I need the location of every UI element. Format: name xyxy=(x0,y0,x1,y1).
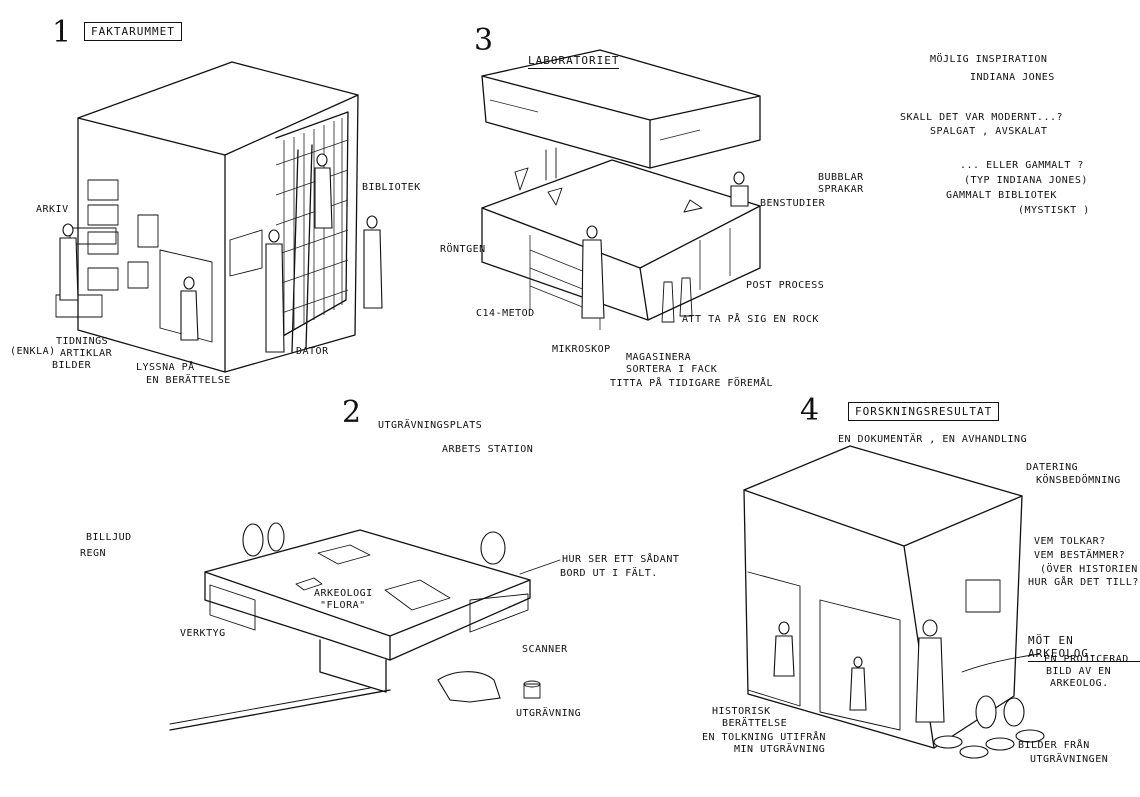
label-lyssna-line2: EN BERÄTTELSE xyxy=(146,375,231,386)
label-magasinera-line1: MAGASINERA xyxy=(626,352,692,363)
label-bubblar-line2: SPRAKAR xyxy=(818,184,864,195)
sketch-1-title: FAKTARUMMET xyxy=(84,22,182,41)
sketch-4-number: 4 xyxy=(800,393,820,428)
label-vem-bestammer: VEM BESTÄMMER? xyxy=(1034,550,1126,561)
label-arkiv: ARKIV xyxy=(36,204,69,215)
label-projicerad-line2: BILD AV EN xyxy=(1046,666,1112,677)
note-eller-line2: (TYP INDIANA JONES) xyxy=(964,175,1088,186)
label-historisk-line2: BERÄTTELSE xyxy=(722,718,788,729)
sketch-3-title: LABORATORIET xyxy=(528,54,620,69)
sketch-2-title-line1: UTGRÄVNINGSPLATS xyxy=(378,420,483,431)
sketch-2-number: 2 xyxy=(342,395,362,430)
label-over-historien: (ÖVER HISTORIEN...) xyxy=(1040,564,1140,575)
label-scanner: SCANNER xyxy=(522,644,568,655)
sketch-4-title: FORSKNINGSRESULTAT xyxy=(848,402,1000,421)
note-skall-line1: SKALL DET VAR MODERNT...? xyxy=(900,112,1064,123)
label-arkeologi-line1: ARKEOLOGI xyxy=(314,588,373,599)
label-arkeologi-line2: "FLORA" xyxy=(320,600,366,611)
note-skall-line2: SPALGAT , AVSKALAT xyxy=(930,126,1048,137)
label-bibliotek: BIBLIOTEK xyxy=(362,182,421,193)
sketch-3-laboratoriet-drawing xyxy=(481,49,761,330)
label-datering-line2: KÖNSBEDÖMNING xyxy=(1036,475,1121,486)
sketch-2-utgravningsplats-drawing xyxy=(169,522,561,731)
sketch-3-number: 3 xyxy=(474,23,494,58)
label-bilder-line1: BILDER FRÅN xyxy=(1018,740,1090,751)
label-tidnings-line2: ARTIKLAR xyxy=(60,348,113,359)
sketch-1-faktarummet-drawing xyxy=(55,61,383,373)
label-tolkning-line1: EN TOLKNING UTIFRÅN xyxy=(702,732,826,743)
label-magasinera-line2: SORTERA I FACK xyxy=(626,364,718,375)
label-post-process: POST PROCESS xyxy=(746,280,825,291)
label-mot-en-arkeolog: MÖT EN ARKEOLOG. xyxy=(1028,634,1140,662)
label-tolkning-line2: MIN UTGRÄVNING xyxy=(734,744,826,755)
note-indiana-jones: INDIANA JONES xyxy=(970,72,1055,83)
label-datering-line1: DATERING xyxy=(1026,462,1079,473)
sketch-4-subtitle: EN DOKUMENTÄR , EN AVHANDLING xyxy=(838,434,1028,445)
note-mojlig-inspiration: MÖJLIG INSPIRATION xyxy=(930,54,1048,65)
label-rock: ATT TA PÅ SIG EN ROCK xyxy=(682,314,819,325)
label-hur-line2: BORD UT I FÄLT. xyxy=(560,568,658,579)
label-c14-metod: C14-METOD xyxy=(476,308,535,319)
label-utgravning: UTGRÄVNING xyxy=(516,708,582,719)
label-historisk-line1: HISTORISK xyxy=(712,706,771,717)
note-eller-line4: (MYSTISKT ) xyxy=(1018,205,1090,216)
label-tidnings-line3: BILDER xyxy=(52,360,92,371)
sketch-4-forskningsresultat-drawing xyxy=(743,445,1045,759)
label-projicerad-line1: EN PROJICERAD xyxy=(1044,654,1129,665)
sketch-1-number: 1 xyxy=(52,15,72,50)
label-benstudier: BENSTUDIER xyxy=(760,198,826,209)
sketch-2-title-line2: ARBETS STATION xyxy=(442,444,534,455)
label-lyssna-line1: LYSSNA PÅ xyxy=(136,362,195,373)
label-titta: TITTA PÅ TIDIGARE FÖREMÅL xyxy=(610,378,774,389)
label-hur-line1: HUR SER ETT SÅDANT xyxy=(562,554,680,565)
note-eller-line1: ... ELLER GAMMALT ? xyxy=(960,160,1084,171)
label-verktyg: VERKTYG xyxy=(180,628,226,639)
label-bubblar-line1: BUBBLAR xyxy=(818,172,864,183)
label-bilder-line2: UTGRÄVNINGEN xyxy=(1030,754,1109,765)
label-billjud: BILLJUD xyxy=(86,532,132,543)
label-rontgen: RÖNTGEN xyxy=(440,244,486,255)
label-tidnings-line1: TIDNINGS xyxy=(56,336,109,347)
note-eller-line3: GAMMALT BIBLIOTEK xyxy=(946,190,1057,201)
label-regn: REGN xyxy=(80,548,107,559)
label-enkla: (ENKLA) xyxy=(10,346,56,357)
label-mikroskop: MIKROSKOP xyxy=(552,344,611,355)
label-projicerad-line3: ARKEOLOG. xyxy=(1050,678,1109,689)
label-dator: DATOR xyxy=(296,346,329,357)
label-vem-tolkar: VEM TOLKAR? xyxy=(1034,536,1106,547)
label-hur-gar-det-till: HUR GÅR DET TILL? xyxy=(1028,577,1139,588)
